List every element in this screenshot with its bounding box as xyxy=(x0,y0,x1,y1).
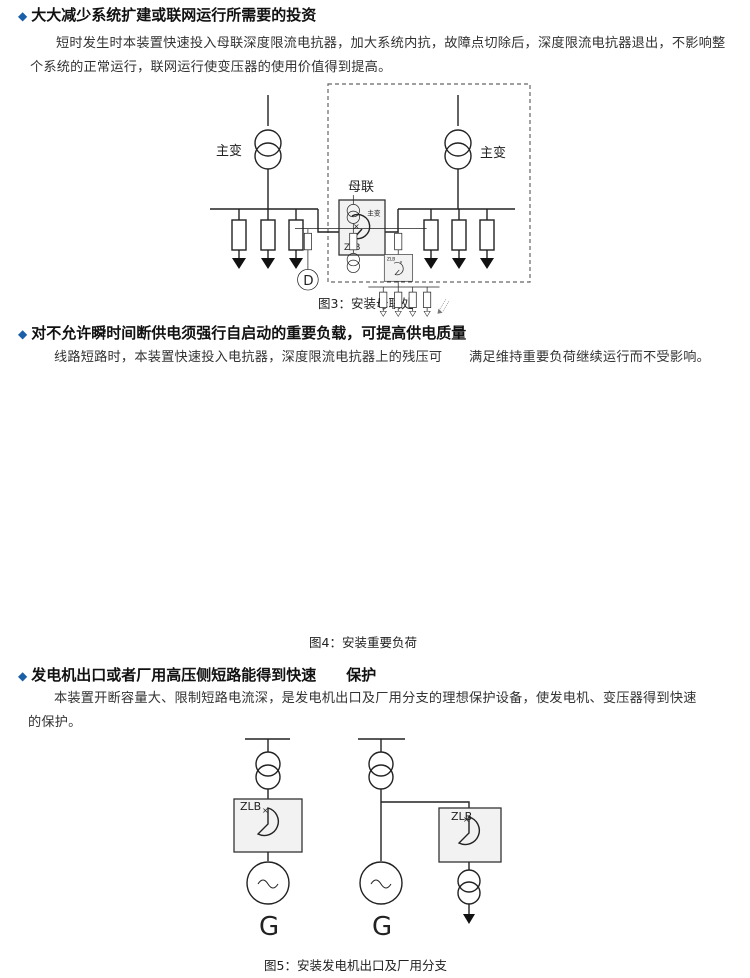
svg-text:×: × xyxy=(463,815,470,824)
section3-text: 本装置开断容量大、限制短路电流深，是发电机出口及厂用分支的理想保护设备，使发电机… xyxy=(28,691,724,730)
caption-fig4: 图4：安装重要负荷 xyxy=(309,635,417,650)
transformer-main-icon xyxy=(346,204,360,218)
transformer-aux-icon xyxy=(457,869,481,893)
reactor-icon xyxy=(457,816,481,846)
label-zlb-left: ZLB xyxy=(240,800,261,813)
generator-left-icon xyxy=(246,861,290,905)
svg-text:×: × xyxy=(399,260,402,265)
label-motor: D xyxy=(303,274,313,289)
diagram-important-load: × 主变 ZLB D xyxy=(295,195,450,317)
label-main-right: 主变 xyxy=(480,145,506,161)
svg-text:×: × xyxy=(353,222,360,231)
reactor-icon xyxy=(393,262,404,276)
feeders-right xyxy=(423,209,495,269)
diamond-bullet-icon: ◆ xyxy=(18,9,28,23)
zlb-load-box xyxy=(383,254,414,282)
svg-text:×: × xyxy=(262,806,269,815)
section2-heading: ◆对不允许瞬时间断供电须强行自启动的重要负载，可提高供电质量 xyxy=(18,324,467,342)
label-gen-left: G xyxy=(259,912,279,942)
transformer-right-icon xyxy=(368,751,394,777)
label-gen-right: G xyxy=(372,912,392,942)
section3-heading: ◆发电机出口或者厂用高压侧短路能得到快速 保护 xyxy=(18,666,377,684)
transformer-left-icon xyxy=(254,129,282,157)
caption-fig3: 图3：安装母联处 xyxy=(318,296,414,311)
label-main: 主变 xyxy=(367,209,381,218)
diamond-bullet-icon: ◆ xyxy=(18,669,28,683)
section1-text: 短时发生时本装置快速投入母联深度限流电抗器，加大系统内抗，故障点切除后，深度限流… xyxy=(30,36,726,75)
fault-arrow-icon xyxy=(437,299,450,314)
reactor-icon xyxy=(256,807,280,837)
transformer-right-icon xyxy=(444,129,472,157)
section1-heading: ◆大大减少系统扩建或联网运行所需要的投资 xyxy=(18,6,317,24)
zlb-tie-box xyxy=(338,199,386,256)
motor-icon xyxy=(297,269,319,291)
transformer-branch-icon xyxy=(346,253,360,267)
load-feeders xyxy=(379,286,432,317)
generator-right-icon xyxy=(359,861,403,905)
diamond-bullet-icon: ◆ xyxy=(18,327,28,341)
caption-fig5: 图5：安装发电机出口及厂用分支 xyxy=(264,958,447,973)
transformer-left-icon xyxy=(255,751,281,777)
diagram-bus-tie: × 主变 主变 母联 ZLB xyxy=(210,83,531,283)
label-zlb-load: ZLB xyxy=(387,257,395,263)
feeders-left xyxy=(231,209,304,269)
dashed-enclosure xyxy=(327,83,531,283)
label-zlb-right: ZLB xyxy=(451,810,472,823)
section2-text: 线路短路时，本装置快速投入电抗器，深度限流电抗器上的残压可 满足维持重要负荷继续… xyxy=(54,350,710,365)
label-main-left: 主变 xyxy=(216,143,242,159)
label-tie: 母联 xyxy=(348,180,374,195)
